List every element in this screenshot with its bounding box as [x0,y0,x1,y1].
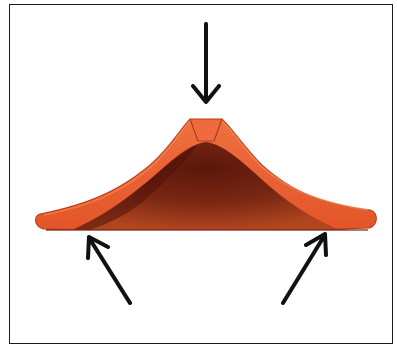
arrow-down-icon [193,24,219,102]
arrow-up-left-icon [88,237,130,303]
arrow-up-right-icon [283,234,326,303]
